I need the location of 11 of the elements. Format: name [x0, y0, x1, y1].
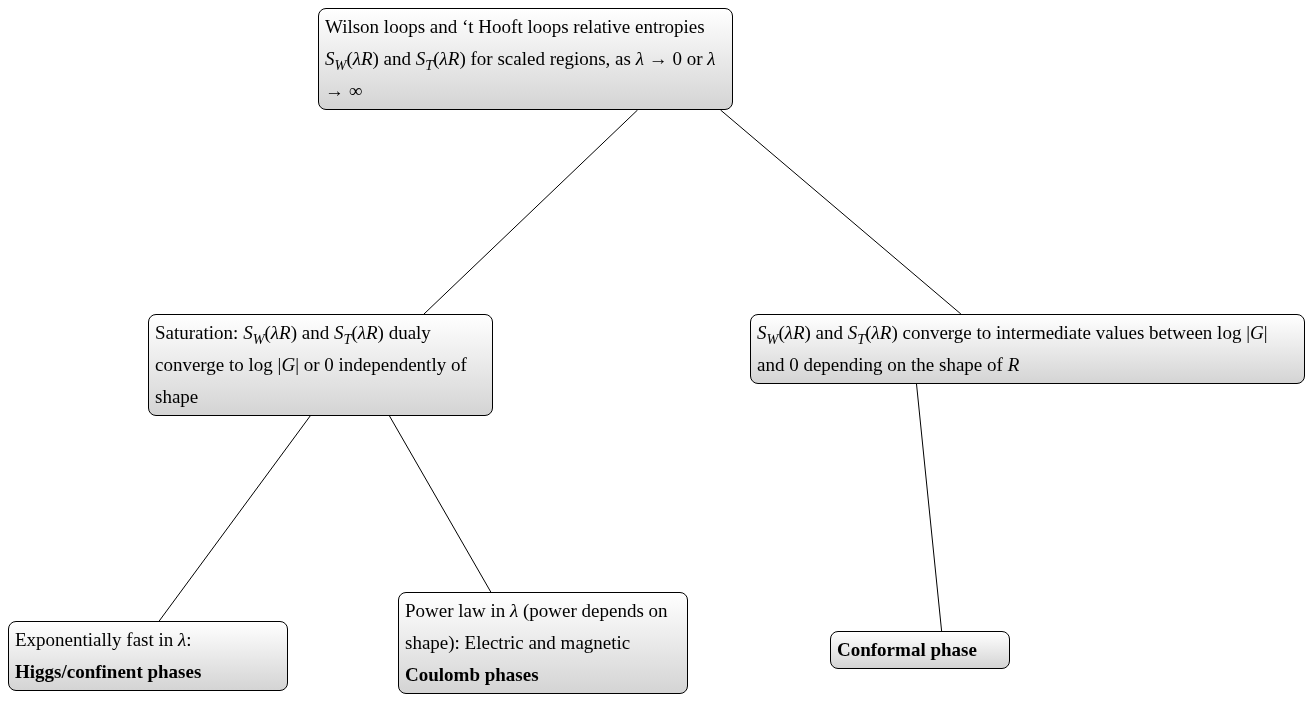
- text-box: Power law in λ (power depends on shape): Electric and magnetic Coulomb phases: [398, 592, 688, 694]
- connector-line: [916, 383, 943, 632]
- text-box: Saturation: S$_{W}$(λR) and S$_{T}$(λR) dualy converge to log |G| or 0 independently of shape: [148, 314, 493, 416]
- connector-line: [389, 415, 492, 593]
- connector-line: [423, 109, 639, 315]
- connector-line: [158, 415, 311, 622]
- text-box: Conformal phase: [830, 631, 1010, 669]
- connector-line: [720, 109, 962, 315]
- text-box: Exponentially fast in λ: Higgs/confinent phases: [8, 621, 288, 691]
- text-box: Wilson loops and ‘t Hooft loops relative entropies S$_{W}$(λR) and S$_{T}$(λR) for scaled regions, as λ → 0 or λ → ∞: [318, 8, 733, 110]
- text-box: S$_{W}$(λR) and S$_{T}$(λR) converge to intermediate values between log |G| and 0 depending on the shape of R: [750, 314, 1305, 384]
